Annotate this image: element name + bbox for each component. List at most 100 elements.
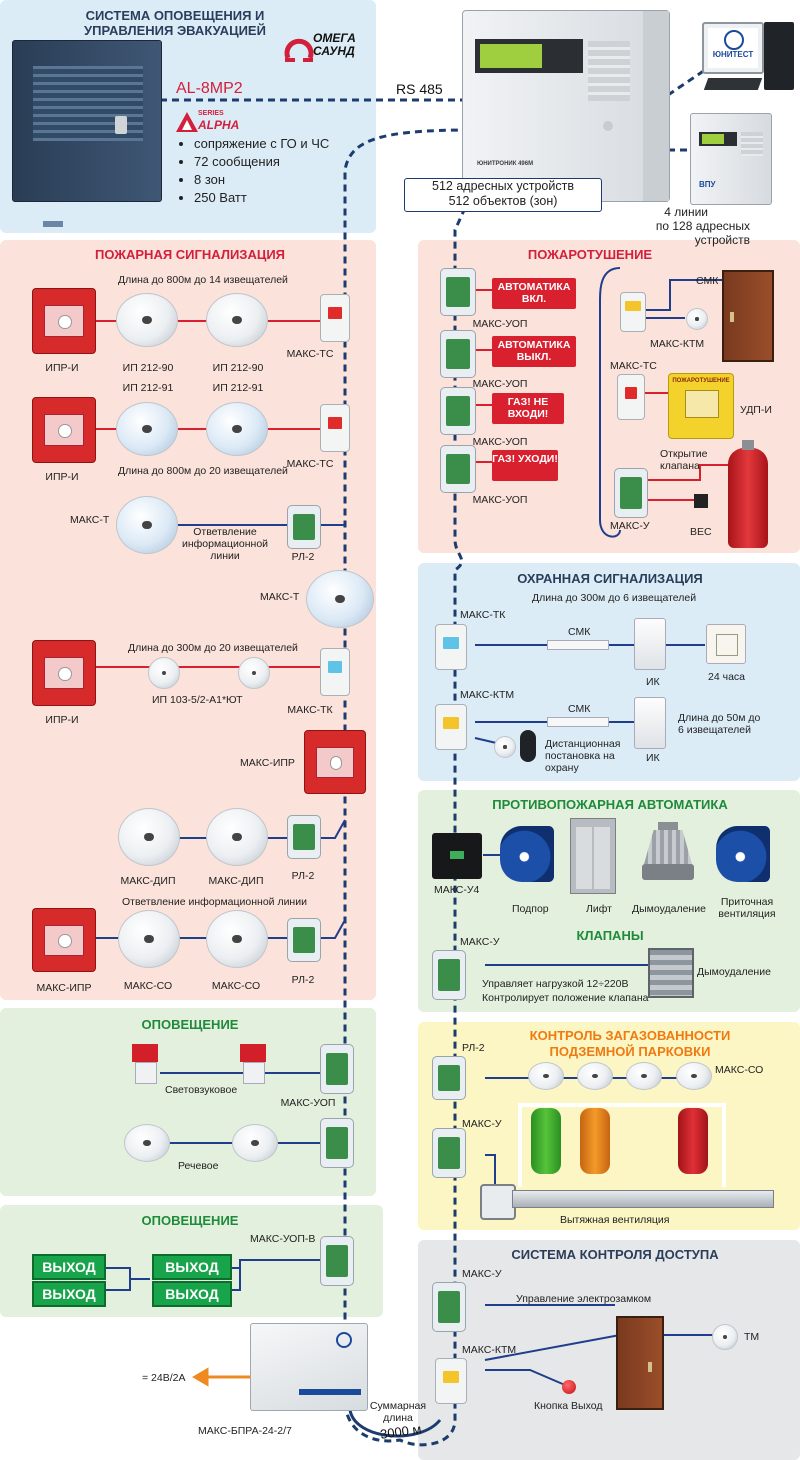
24h-button	[706, 624, 746, 664]
maks-tk-label: МАКС-ТК	[460, 609, 506, 621]
branch-label-2: Ответвление информационной линии	[122, 896, 307, 908]
smoke-detector	[206, 402, 268, 456]
maks-ktm-module	[435, 704, 467, 750]
maks-co-detector	[118, 910, 180, 968]
maks-ts-module	[320, 294, 350, 342]
valves-title: КЛАПАНЫ	[576, 928, 644, 943]
touch-memory-reader	[494, 736, 516, 758]
addr-objects: 512 объектов (зон)	[448, 194, 558, 208]
smoke-removal-label: Дымоудаление	[632, 903, 706, 915]
maks-uop-v-label: МАКС-УОП-В	[250, 1233, 316, 1245]
total-length-1: Суммарная	[369, 1400, 427, 1412]
maks-ktm-module	[620, 292, 646, 332]
model-label: AL-8MP2	[176, 80, 243, 97]
automation-title: ПРОТИВОПОЖАРНАЯ АВТОМАТИКА	[492, 797, 728, 812]
maks-uop-label: МАКС-УОП	[472, 378, 528, 390]
maks-ts-label: МАКС-ТС	[610, 360, 657, 372]
car-red	[678, 1108, 708, 1174]
door	[616, 1316, 664, 1410]
maks-ktm-label: МАКС-КТМ	[460, 689, 515, 701]
vent-label: Приточная вентиляция	[718, 896, 776, 920]
maks-u4-module	[432, 833, 482, 879]
rl2-label: РЛ-2	[291, 551, 315, 563]
len-label-1: Длина до 800м до 14 извещателей	[118, 274, 288, 286]
ir-detector	[634, 618, 666, 670]
notify2-title: ОПОВЕЩЕНИЕ	[141, 1213, 239, 1228]
exit-button-label: Кнопка Выход	[534, 1400, 603, 1412]
maks-u-module	[432, 950, 466, 1000]
security-panel	[418, 563, 800, 781]
maks-uop-module	[320, 1044, 354, 1094]
lift-label: Лифт	[586, 903, 612, 915]
maks-uop-module	[440, 445, 476, 493]
len-label-3: Длина до 300м до 20 извещателей	[128, 642, 298, 654]
maks-ipr-label: МАКС-ИПР	[36, 982, 92, 994]
gas-title-2: ПОДЗЕМНОЙ ПАРКОВКИ	[549, 1044, 711, 1059]
maks-tk-module	[435, 624, 467, 670]
gas-leave-sign: ГАЗ! УХОДИ!	[492, 450, 558, 481]
smk-label: СМК	[696, 275, 719, 287]
parking-frame	[518, 1103, 726, 1187]
smoke-fan-icon	[636, 822, 700, 886]
car-green	[531, 1108, 561, 1174]
heat-detector	[116, 496, 178, 554]
main-control-panel: ЮНИТРОНИК 496М	[462, 10, 670, 202]
maks-ts-module	[617, 374, 645, 420]
maks-ktm-label: МАКС-КТМ	[462, 1344, 517, 1356]
maks-co-detector	[206, 910, 268, 968]
exit-button	[562, 1380, 576, 1394]
fire-alarm-panel	[0, 240, 376, 1000]
maks-ktm-module	[435, 1358, 467, 1404]
maks-ts-label: МАКС-ТС	[286, 348, 334, 360]
ipr-i-label: ИПР-И	[45, 714, 79, 726]
24h-label: 24 часа	[708, 671, 745, 683]
ip103-detector	[148, 657, 180, 689]
maks-dip-detector	[118, 808, 180, 866]
maks-dip-label: МАКС-ДИП	[120, 875, 176, 887]
gas-title-1: КОНТРОЛЬ ЗАГАЗОВАННОСТИ	[529, 1028, 731, 1043]
maks-u-module	[614, 468, 648, 518]
ip212-90-label: ИП 212-90	[212, 362, 264, 374]
exhaust-fan	[480, 1184, 516, 1220]
feature-list: сопряжение с ГО и ЧС 72 сообщения 8 зон …	[172, 136, 344, 205]
auto-off-sign: АВТОМАТИКА ВЫКЛ.	[492, 336, 576, 367]
maks-u-module	[432, 1128, 466, 1178]
rl2-relay	[287, 918, 321, 962]
rl2-relay	[287, 815, 321, 859]
access-panel	[418, 1240, 800, 1460]
ir-detector	[634, 697, 666, 749]
voice-speaker	[124, 1124, 170, 1162]
maks-ipr-callpoint	[304, 730, 366, 794]
ves-label: ВЕС	[690, 526, 712, 538]
co-detector	[577, 1062, 613, 1090]
touch-memory-reader	[712, 1324, 738, 1350]
car-orange	[580, 1108, 610, 1174]
feature-item: 8 зон	[194, 172, 344, 187]
maks-dip-detector	[206, 808, 268, 866]
rs485-label: RS 485	[396, 81, 443, 97]
maks-u-label: МАКС-У	[462, 1118, 502, 1130]
co-detector	[676, 1062, 712, 1090]
maks-uop-label: МАКС-УОП	[472, 318, 528, 330]
ipr-i-label: ИПР-И	[45, 362, 79, 374]
valve-label: Открытие клапана	[660, 448, 708, 472]
computer-workstation: ЮНИТЕСТ	[702, 22, 796, 100]
vent-fan-icon	[716, 826, 770, 882]
evac-title: СИСТЕМА ОПОВЕЩЕНИЯ И УПРАВЛЕНИЯ ЭВАКУАЦИ…	[84, 8, 266, 38]
al8mp2-rack	[12, 40, 162, 227]
maks-ts-label: МАКС-ТС	[286, 458, 334, 470]
notify1-title: ОПОВЕЩЕНИЕ	[141, 1017, 239, 1032]
maks-u-label: МАКС-У	[610, 520, 650, 532]
feature-item: 250 Ватт	[194, 190, 344, 205]
smoke-detector	[116, 293, 178, 347]
access-title: СИСТЕМА КОНТРОЛЯ ДОСТУПА	[511, 1247, 719, 1262]
rl2-relay	[432, 1056, 466, 1100]
psu-unit	[250, 1323, 368, 1411]
smoke-detector	[116, 402, 178, 456]
lock-label: Управление электрозамком	[516, 1293, 652, 1305]
maks-uop-module	[320, 1118, 354, 1168]
security-title: ОХРАННАЯ СИГНАЛИЗАЦИЯ	[517, 571, 703, 586]
maks-ipr-callpoint	[32, 908, 96, 972]
key-fob	[520, 730, 536, 762]
maks-ts-module	[320, 404, 350, 452]
